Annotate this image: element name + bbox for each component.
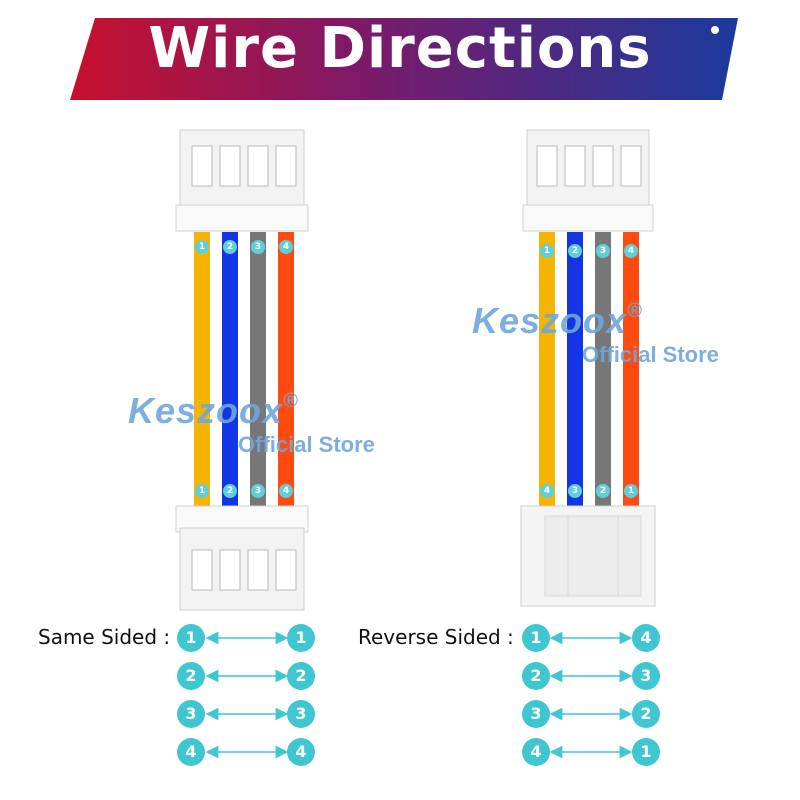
right-top-pin: 2 — [568, 244, 582, 258]
left-bottom-connector — [175, 505, 309, 611]
left-bottom-pin: 1 — [195, 484, 209, 498]
reverse-to-badge: 3 — [632, 662, 660, 690]
left-top-pin: 1 — [195, 240, 209, 254]
watermark-brand: Keszoox — [128, 390, 284, 431]
reverse-to-badge: 1 — [632, 738, 660, 766]
right-top-pin: 1 — [540, 244, 554, 258]
same-from-badge: 3 — [177, 700, 205, 728]
right-bottom-pin: 2 — [596, 484, 610, 498]
left-top-pin: 2 — [223, 240, 237, 254]
same-sided-label: Same Sided : — [38, 625, 171, 649]
watermark-reg: ® — [627, 300, 642, 322]
right-top-connector — [522, 129, 654, 232]
reverse-from-badge: 2 — [522, 662, 550, 690]
same-from-badge: 4 — [177, 738, 205, 766]
same-from-badge: 1 — [177, 624, 205, 652]
wire-diagram — [175, 129, 656, 611]
right-top-pin: 3 — [596, 244, 610, 258]
left-top-pin: 3 — [251, 240, 265, 254]
reverse-from-badge: 4 — [522, 738, 550, 766]
watermark-right: Keszoox® Official Store — [472, 300, 719, 368]
watermark-sub: Official Store — [238, 432, 375, 457]
reverse-to-badge: 2 — [632, 700, 660, 728]
page-title: Wire Directions — [148, 16, 652, 81]
same-to-badge: 2 — [287, 662, 315, 690]
same-to-badge: 4 — [287, 738, 315, 766]
reverse-from-badge: 1 — [522, 624, 550, 652]
same-from-badge: 2 — [177, 662, 205, 690]
right-bottom-pin: 3 — [568, 484, 582, 498]
reverse-sided-label: Reverse Sided : — [358, 625, 514, 649]
same-to-badge: 1 — [287, 624, 315, 652]
left-top-connector — [175, 129, 309, 232]
right-bottom-pin: 4 — [540, 484, 554, 498]
left-bottom-pin: 3 — [251, 484, 265, 498]
same-to-badge: 3 — [287, 700, 315, 728]
title-banner — [70, 18, 738, 100]
left-wires — [194, 232, 294, 506]
left-bottom-pin: 2 — [223, 484, 237, 498]
watermark-brand: Keszoox — [472, 300, 628, 341]
reverse-to-badge: 4 — [632, 624, 660, 652]
left-top-pin: 4 — [279, 240, 293, 254]
watermark-reg: ® — [283, 390, 298, 412]
reverse-from-badge: 3 — [522, 700, 550, 728]
right-bottom-connector — [520, 505, 656, 607]
right-bottom-pin: 1 — [624, 484, 638, 498]
watermark-left: Keszoox® Official Store — [128, 390, 375, 458]
right-wires — [539, 232, 639, 506]
watermark-sub: Official Store — [582, 342, 719, 367]
right-top-pin: 4 — [624, 244, 638, 258]
left-bottom-pin: 4 — [279, 484, 293, 498]
